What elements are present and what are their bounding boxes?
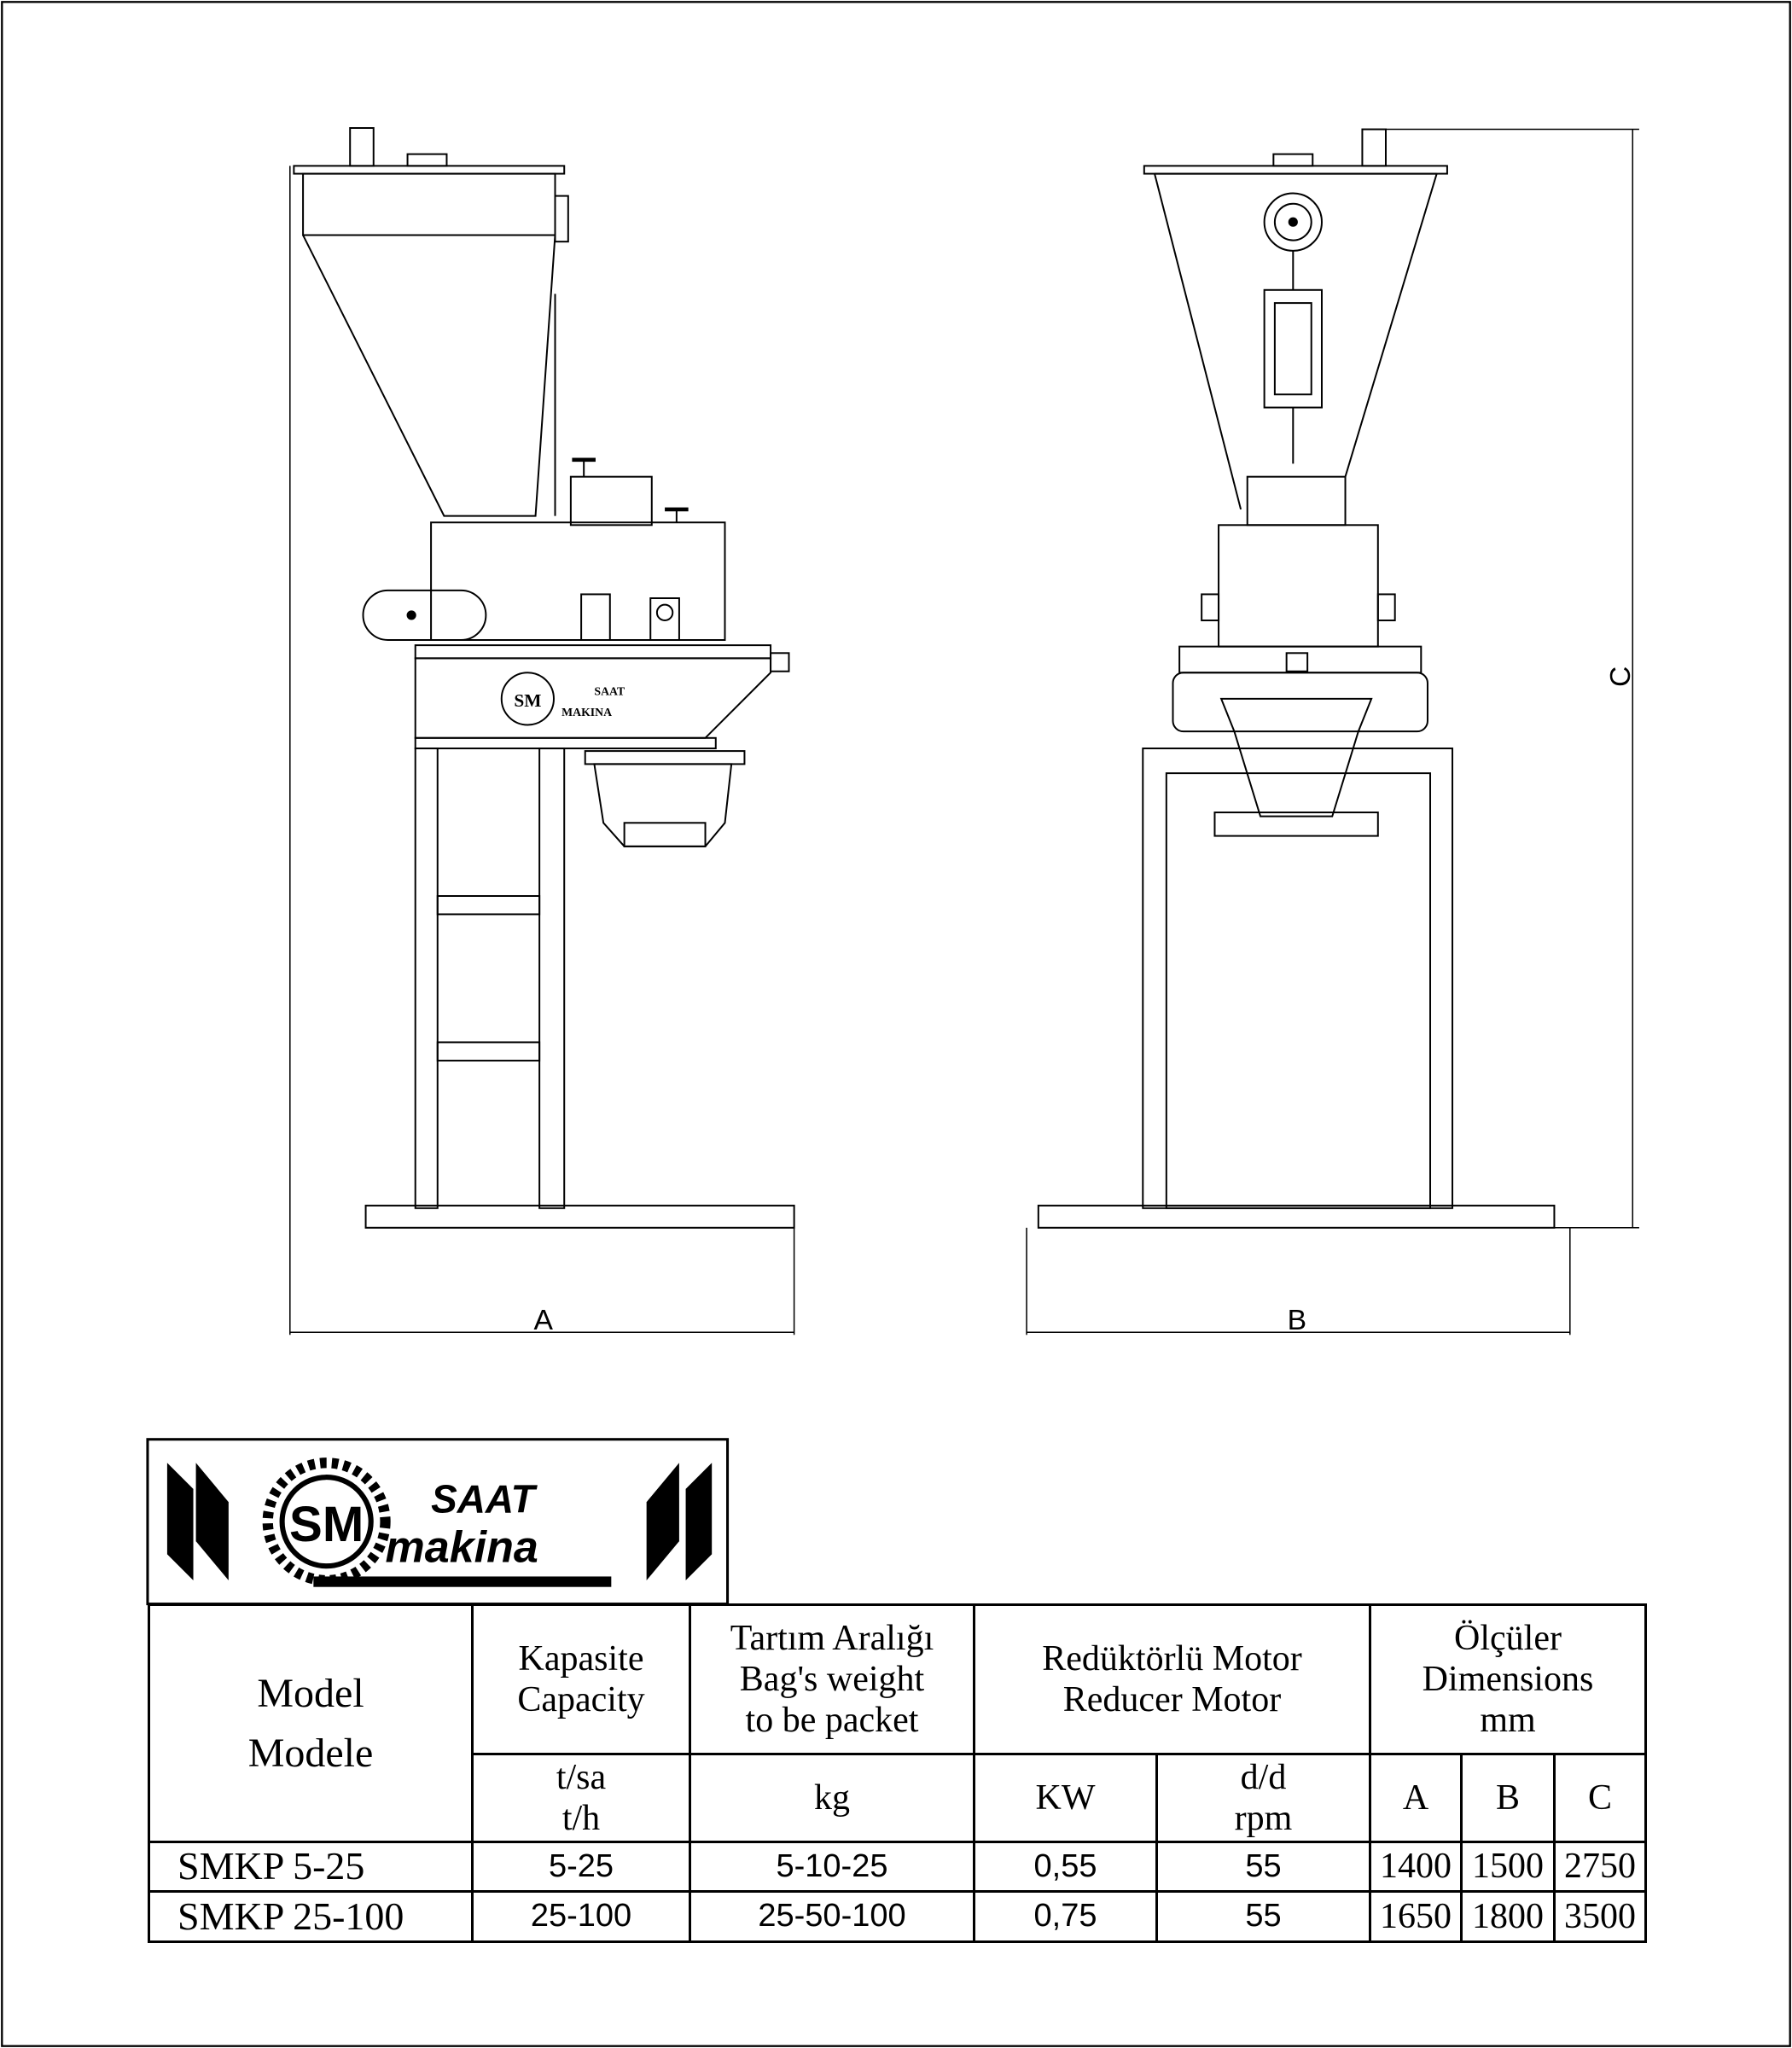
header-weight: Tartım Aralığı Bag's weight to be packet bbox=[691, 1606, 973, 1753]
row-model: SMKP 5-25 bbox=[177, 1844, 365, 1888]
unit-a-text: A bbox=[1402, 1777, 1429, 1818]
dimension-a-label: A bbox=[534, 1305, 554, 1336]
row-kw: 0,75 bbox=[1033, 1898, 1097, 1935]
row-c: 2750 bbox=[1564, 1847, 1636, 1887]
row-b: 1800 bbox=[1472, 1896, 1544, 1936]
svg-text:SAAT: SAAT bbox=[431, 1476, 538, 1521]
dimension-c-label: C bbox=[1605, 666, 1637, 687]
row-capacity: 5-25 bbox=[548, 1847, 614, 1884]
header-dims-tr: Ölçüler bbox=[1454, 1618, 1562, 1658]
row-capacity: 25-100 bbox=[530, 1898, 632, 1935]
svg-text:makina: makina bbox=[386, 1523, 538, 1573]
row-weight: 5-10-25 bbox=[776, 1847, 888, 1884]
row-kw: 0,55 bbox=[1033, 1847, 1097, 1884]
side-view-machine: SM SAAT MAKINA bbox=[293, 127, 795, 1229]
row-a: 1650 bbox=[1380, 1896, 1452, 1936]
header-weight-en2: to be packet bbox=[745, 1701, 919, 1741]
unit-capacity: t/sa t/h bbox=[474, 1755, 689, 1841]
header-motor: Redüktörlü Motor Reducer Motor bbox=[975, 1606, 1369, 1753]
chevron-left-icon bbox=[166, 1463, 229, 1581]
unit-rpm-en: rpm bbox=[1234, 1799, 1293, 1838]
logo: SM SAAT makina bbox=[166, 1457, 713, 1587]
gear-icon bbox=[262, 1457, 391, 1586]
header-dimensions: Ölçüler Dimensions mm bbox=[1371, 1606, 1644, 1753]
svg-text:MAKINA: MAKINA bbox=[561, 706, 612, 719]
unit-rpm: d/d rpm bbox=[1158, 1755, 1369, 1841]
unit-a: A bbox=[1371, 1755, 1460, 1841]
header-dims-unit: mm bbox=[1480, 1701, 1536, 1741]
header-weight-tr: Tartım Aralığı bbox=[730, 1618, 934, 1658]
header-capacity-tr: Kapasite bbox=[518, 1638, 644, 1679]
header-dims-en: Dimensions bbox=[1422, 1659, 1594, 1699]
header-model-en: Modele bbox=[247, 1730, 374, 1776]
row-model: SMKP 25-100 bbox=[177, 1894, 404, 1938]
row-weight: 25-50-100 bbox=[758, 1898, 906, 1935]
unit-capacity-tr: t/sa bbox=[556, 1757, 607, 1797]
header-motor-en: Reducer Motor bbox=[1062, 1680, 1282, 1719]
row-rpm: 55 bbox=[1245, 1847, 1282, 1884]
header-model-tr: Model bbox=[257, 1670, 364, 1716]
svg-text:SM: SM bbox=[514, 690, 541, 711]
unit-c: C bbox=[1556, 1755, 1644, 1841]
dimension-b-label: B bbox=[1288, 1305, 1306, 1336]
header-capacity: Kapasite Capacity bbox=[474, 1606, 689, 1753]
unit-b: B bbox=[1463, 1755, 1553, 1841]
header-capacity-en: Capacity bbox=[517, 1680, 645, 1719]
svg-text:SM: SM bbox=[289, 1497, 364, 1552]
row-a: 1400 bbox=[1380, 1847, 1452, 1887]
header-model: Model Modele bbox=[150, 1606, 471, 1841]
row-b: 1500 bbox=[1472, 1847, 1544, 1887]
front-view-machine bbox=[1037, 128, 1556, 1229]
unit-c-text: C bbox=[1587, 1777, 1612, 1818]
header-motor-tr: Redüktörlü Motor bbox=[1042, 1638, 1302, 1679]
unit-capacity-en: t/h bbox=[561, 1799, 601, 1838]
unit-weight-text: kg bbox=[814, 1777, 850, 1818]
header-weight-en: Bag's weight bbox=[739, 1659, 925, 1699]
unit-rpm-tr: d/d bbox=[1240, 1757, 1287, 1797]
chevron-right-icon bbox=[646, 1463, 713, 1581]
svg-text:SAAT: SAAT bbox=[594, 684, 625, 697]
row-c: 3500 bbox=[1564, 1896, 1636, 1936]
unit-b-text: B bbox=[1495, 1777, 1520, 1818]
unit-weight: kg bbox=[691, 1755, 973, 1841]
dimension-lines bbox=[289, 128, 1639, 1335]
unit-kw: KW bbox=[975, 1755, 1155, 1841]
row-rpm: 55 bbox=[1245, 1898, 1282, 1935]
unit-kw-text: KW bbox=[1035, 1777, 1096, 1818]
